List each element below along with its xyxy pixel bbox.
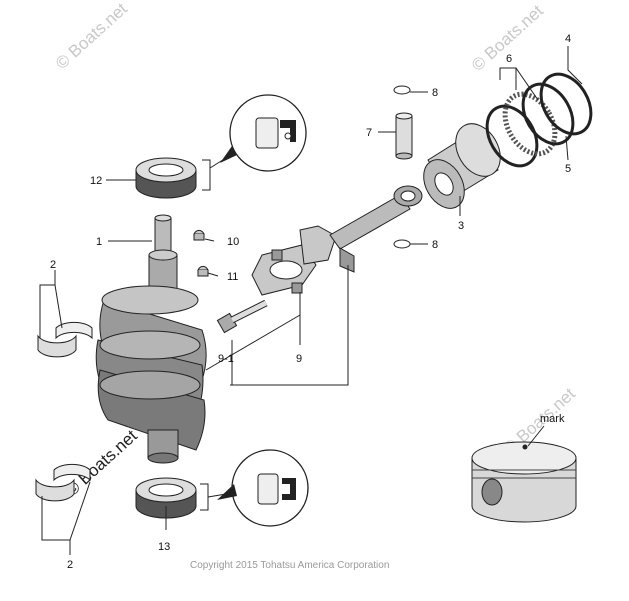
- mark-dot: [522, 444, 528, 450]
- crankshaft: [95, 214, 207, 464]
- callout-9: 9: [296, 353, 302, 365]
- main-bearing-upper: [37, 321, 93, 358]
- connecting-rod-bolt: [216, 299, 268, 334]
- callout-10: 10: [227, 236, 239, 248]
- main-bearing-lower: [35, 463, 91, 502]
- piston: [423, 123, 501, 209]
- callout-5: 5: [565, 163, 571, 175]
- upper-oil-seal: [135, 157, 197, 199]
- callout-13: 13: [158, 541, 170, 553]
- piston-rings: [485, 72, 593, 168]
- connecting-rod: [299, 185, 423, 273]
- callout-11: 11: [227, 271, 238, 283]
- watermark-top-left: © Boats.net: [52, 0, 131, 73]
- oil-seal-detail-top: [202, 94, 307, 191]
- piston-pin: [395, 112, 413, 160]
- copyright-text: Copyright 2015 Tohatsu America Corporati…: [190, 560, 389, 571]
- callout-2b: 2: [67, 559, 73, 571]
- callout-12: 12: [90, 175, 102, 187]
- oil-seal-detail-bottom: [200, 449, 309, 527]
- woodruff-key-10: [193, 230, 205, 241]
- leader-lines: [39, 46, 583, 555]
- callout-2a: 2: [50, 259, 56, 271]
- callout-4: 4: [565, 33, 571, 45]
- callout-1: 1: [96, 236, 102, 248]
- lower-oil-seal: [135, 477, 197, 519]
- piston-pin-clip-lower: [393, 239, 411, 249]
- callout-7: 7: [366, 127, 372, 139]
- callout-mark: mark: [540, 413, 565, 425]
- woodruff-key-11: [197, 266, 209, 277]
- callout-6: 6: [506, 53, 512, 65]
- callout-8a: 8: [432, 87, 438, 99]
- callout-3: 3: [458, 220, 464, 232]
- callout-8b: 8: [432, 239, 438, 251]
- piston-mark-detail: [471, 441, 577, 523]
- callout-9-1: 9-1: [218, 353, 234, 365]
- piston-pin-clip-upper: [393, 85, 411, 95]
